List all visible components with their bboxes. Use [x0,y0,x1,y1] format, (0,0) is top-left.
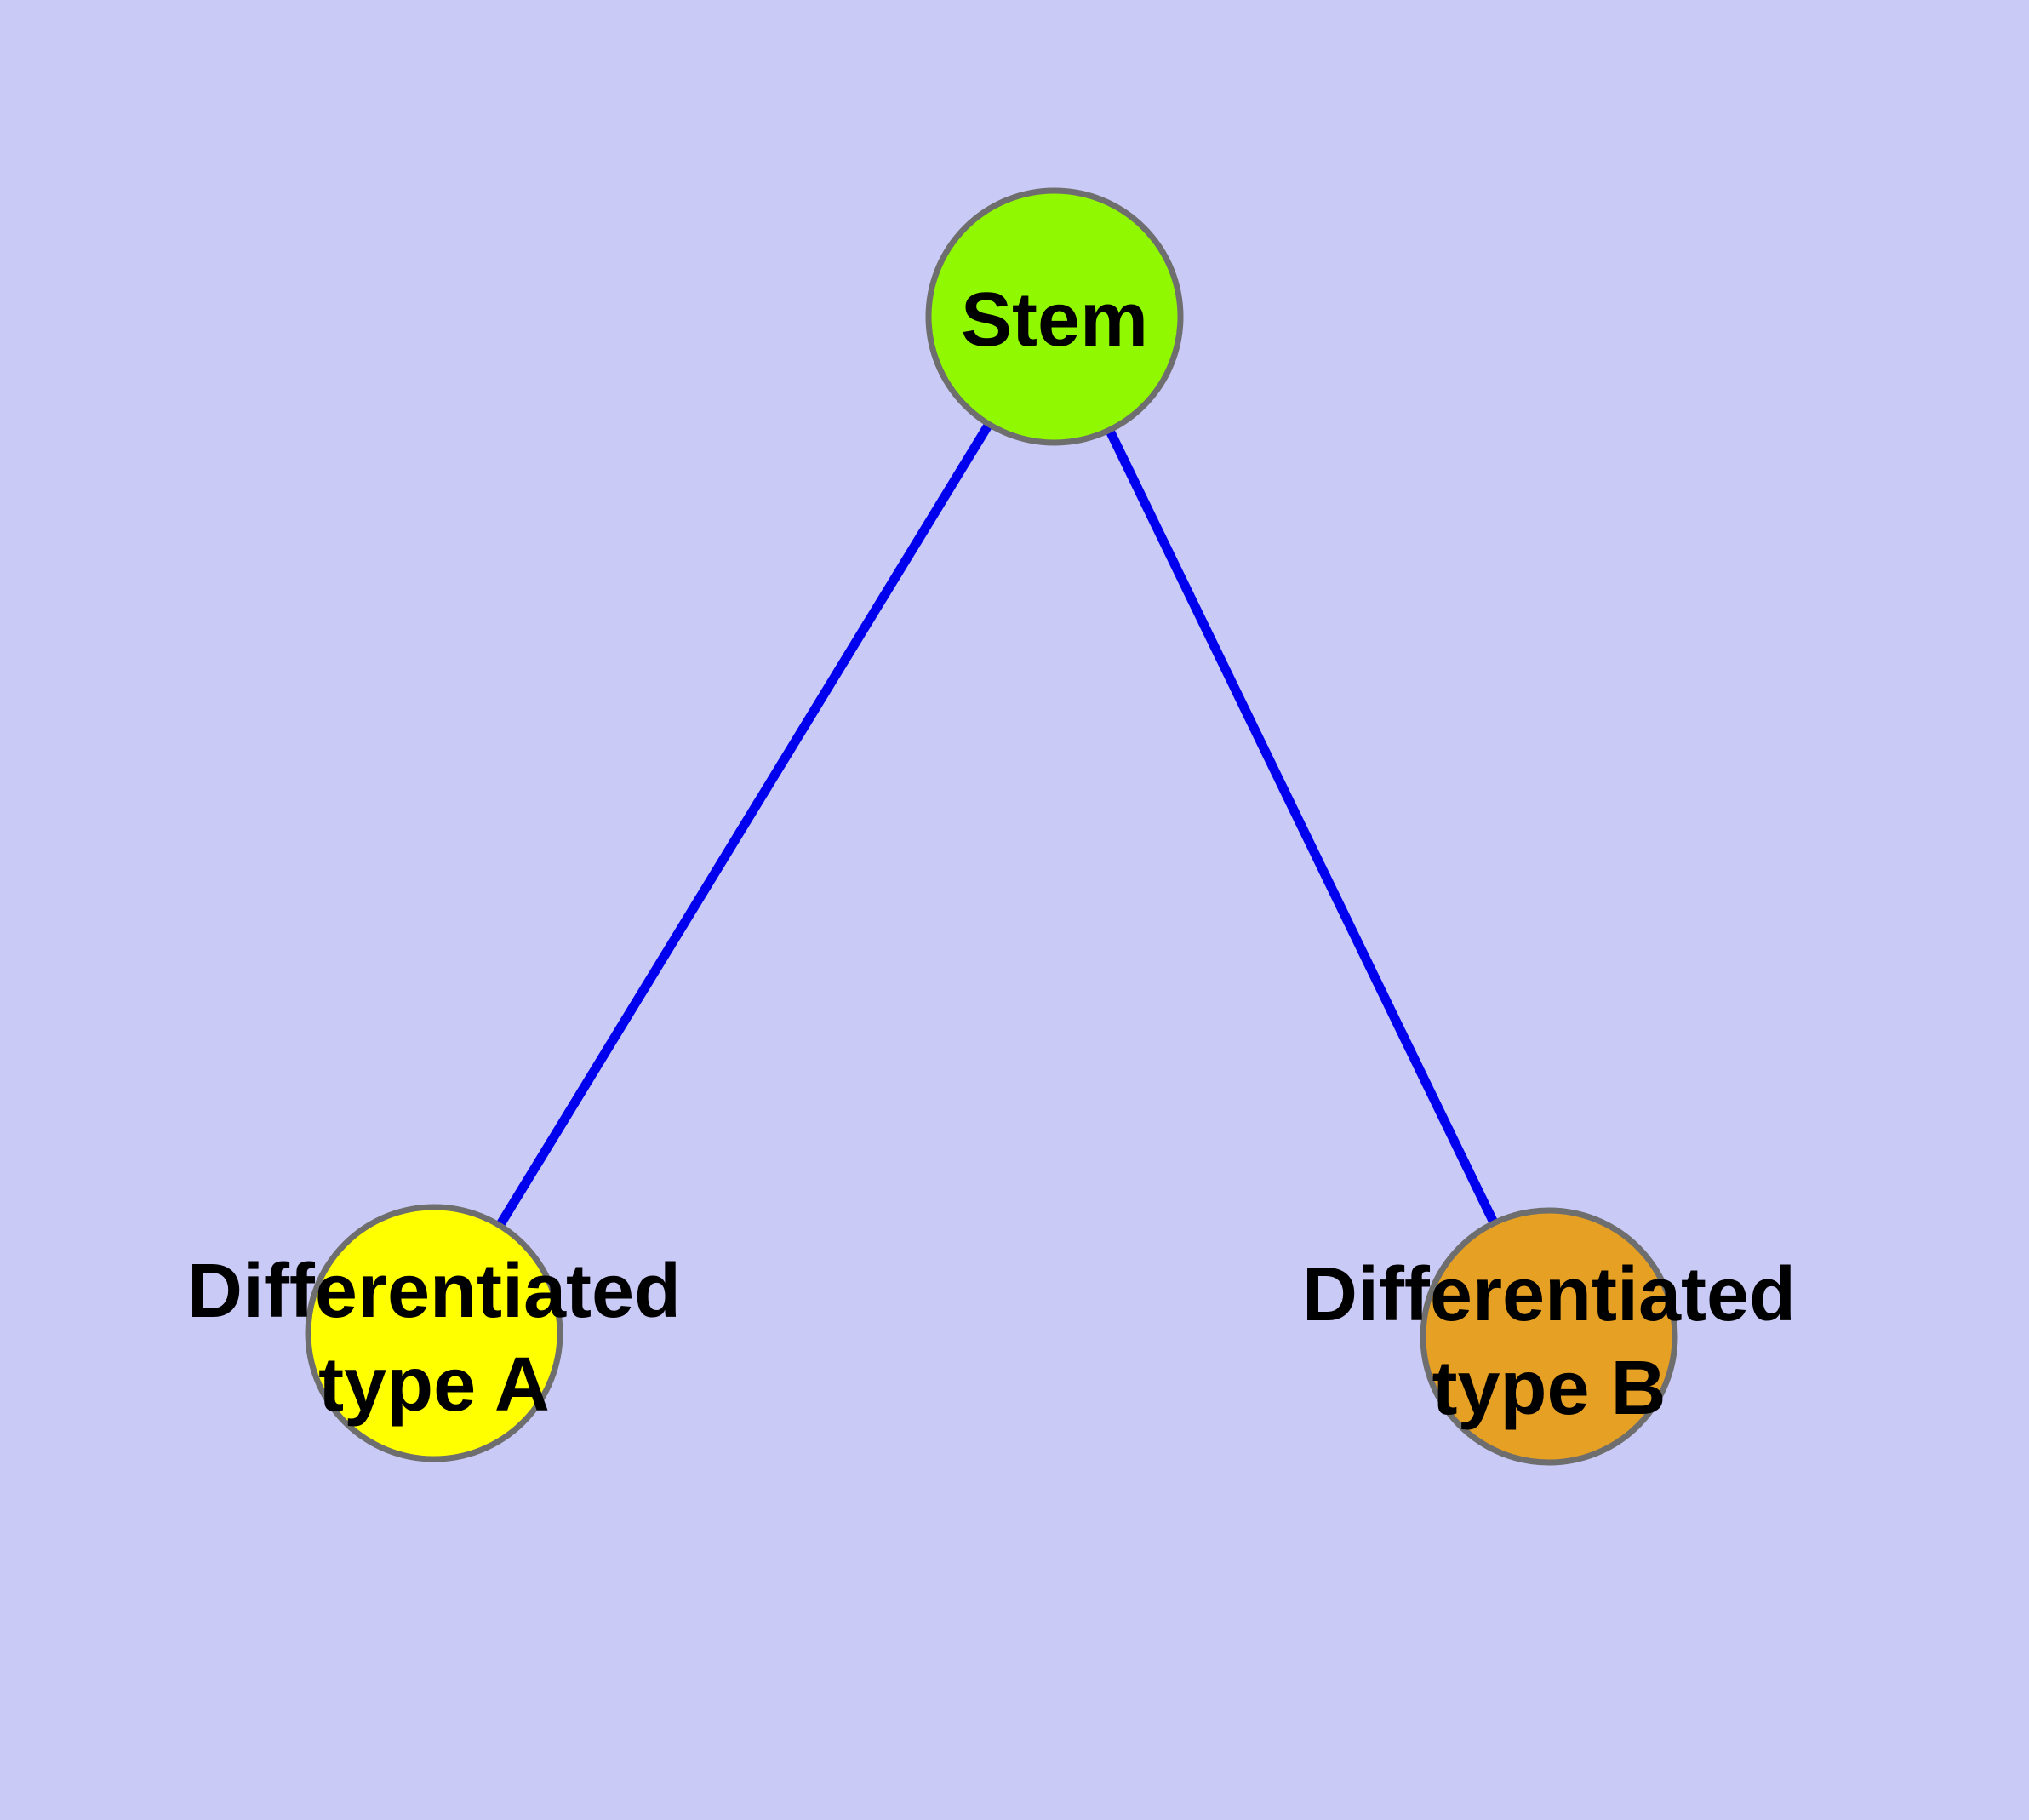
node-stem-label: Stem [961,278,1148,363]
node-type-b-label-line2: type B [1432,1346,1666,1431]
node-type-b-circle [1420,1207,1678,1466]
node-type-a-label-line2: type A [318,1342,550,1428]
edge-stem-to-type-b [1050,314,1553,1339]
node-stem-circle [925,187,1184,446]
node-type-b-label-line1: Differentiated [1302,1252,1796,1337]
node-type-a-circle [305,1204,563,1462]
node-type-a-label-line1: Differentiated [187,1249,681,1334]
edge-stem-to-type-a [430,314,1059,1336]
